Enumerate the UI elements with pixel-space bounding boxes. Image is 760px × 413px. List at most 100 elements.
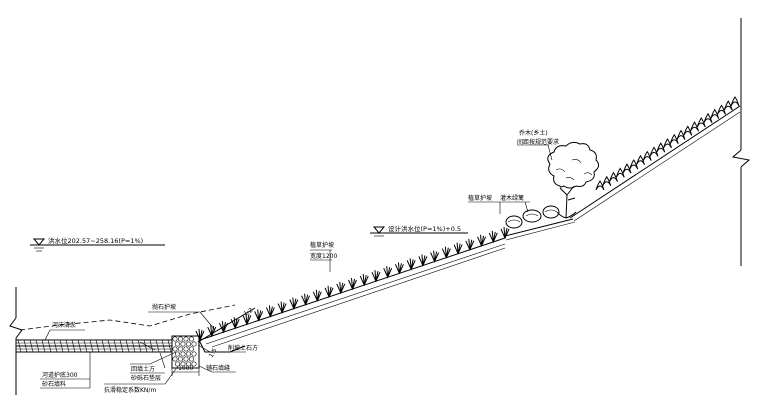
original-ground-line: [19, 304, 236, 331]
label-stone-fill: 铺石填缝: [206, 364, 230, 372]
stone-mark: [191, 351, 197, 357]
hatch-line: [29, 339, 34, 353]
label-grass-mid: 植草护坡: [310, 241, 334, 249]
hatch-line: [47, 339, 52, 353]
grass-tuft: [242, 313, 252, 326]
grass-tuft: [430, 250, 440, 263]
slope-ratio-lower: 1:5: [208, 347, 219, 359]
hatch-line: [65, 339, 70, 353]
stone-mark: [178, 336, 184, 342]
stone-mark: [180, 341, 186, 347]
label-bed-protect: 河道护底300: [42, 371, 78, 379]
hatch-line: [41, 339, 46, 353]
dimension-label: 1000: [178, 365, 193, 372]
grass-tuft: [265, 305, 275, 318]
grass-tuft: [207, 325, 217, 338]
hatch-line: [137, 339, 142, 353]
grass-tuft: [277, 301, 287, 314]
label-tree-spacing: 间距按规范要求: [517, 138, 559, 146]
shrub-tuft: [690, 121, 699, 132]
label-bed-clean: 河床清淤: [52, 321, 76, 329]
stone-mark: [172, 356, 178, 362]
shrub-tuft: [615, 167, 625, 178]
grass-tuft: [418, 254, 428, 267]
grass-tuft: [441, 246, 451, 259]
toe-block-fill: [172, 336, 197, 367]
grass-tuft: [336, 281, 346, 295]
label-grass-top: 植草护坡: [468, 194, 492, 202]
shrub-tuft: [676, 129, 686, 140]
stone-mark: [183, 346, 189, 352]
stone-mark: [178, 356, 184, 362]
hatch-line: [161, 339, 166, 353]
hatch-line: [17, 339, 22, 353]
annotation-bed-bottom: 河道护底300 砂石填料: [40, 352, 91, 389]
shrub-tuft: [683, 125, 693, 136]
shrub-tuft: [649, 146, 659, 157]
grass-tuft: [289, 297, 299, 310]
grass-tuft: [230, 317, 240, 330]
stone-mark: [172, 336, 178, 342]
label-riprap: 抛石护坡: [152, 303, 176, 311]
annotation-toe-left: 回填土方 砂砾石垫层 抗滑稳定系数KN/m: [104, 351, 179, 394]
annotation-mid-slope: 植草护坡 宽度1200: [310, 241, 337, 272]
annotation-tree: 乔木(乡土) 间距按规范要求: [517, 129, 559, 161]
flood-level-label: 洪水位202.57~258.16(P=1%): [48, 236, 143, 245]
stone-mark: [183, 336, 189, 342]
annotation-toe-right: 削坡土石方 铺石填缝: [197, 344, 258, 373]
stone-mark: [172, 346, 178, 352]
hatch-line: [113, 339, 118, 353]
shrub-tuft: [663, 138, 672, 149]
hatch-line: [149, 339, 154, 353]
hatch-line: [83, 339, 88, 353]
hatch-line: [119, 339, 124, 353]
shrub-tuft: [669, 133, 679, 145]
label-tree-species: 乔木(乡土): [519, 129, 548, 137]
shrub-tuft: [723, 100, 733, 111]
stone-mark: [175, 351, 181, 357]
stone-mark: [180, 361, 186, 367]
hatch-line: [71, 339, 76, 353]
stone-mark: [180, 351, 186, 357]
hatch-line: [167, 339, 172, 353]
tree-icon: [547, 141, 600, 219]
dimension-1000: 1000: [171, 365, 200, 376]
grass-tuft: [488, 230, 498, 244]
stone-mark: [178, 346, 184, 352]
annotation-top-berm: 植草护坡 灌木绿篱: [468, 194, 530, 214]
grass-tuft: [195, 328, 205, 342]
label-gravel-fill: 砂石填料: [42, 380, 66, 388]
label-grass-width: 宽度1200: [310, 252, 337, 260]
grass-tuft: [453, 242, 463, 255]
shrub-tuft: [730, 96, 740, 107]
annotation-bed-clean: 河床清淤: [44, 321, 85, 341]
shrub-tuft: [717, 104, 726, 115]
label-anti-slide: 抗滑稳定系数KN/m: [104, 386, 156, 394]
shrub-tuft: [642, 150, 652, 161]
grass-tuft: [406, 258, 416, 271]
shrub-tuft: [609, 171, 618, 182]
upper-vegetation-band: [595, 96, 740, 191]
grass-tuft: [477, 234, 486, 248]
grass-tuft: [301, 293, 311, 306]
grass-tuft: [359, 274, 369, 287]
stone-mark: [189, 356, 195, 362]
hatch-line: [125, 339, 130, 353]
label-cut-slope: 削坡土石方: [228, 344, 258, 352]
hatch-line: [53, 339, 58, 353]
shrub-tuft: [595, 180, 605, 191]
shrub-tuft: [629, 159, 639, 170]
grass-tuft: [219, 321, 228, 334]
shrub-cluster: [505, 205, 560, 229]
shrub-tuft: [622, 163, 632, 174]
shrub-tuft: [602, 175, 612, 187]
stone-mark: [186, 341, 192, 347]
grass-tuft: [394, 262, 404, 275]
river-bed: [16, 339, 172, 353]
design-flood-label: 设计洪水位(P=1%)+0.5: [388, 224, 461, 233]
grass-tuft: [465, 238, 475, 252]
stone-mark: [186, 351, 192, 357]
grass-row: [195, 226, 510, 342]
hatch-line: [89, 339, 94, 353]
